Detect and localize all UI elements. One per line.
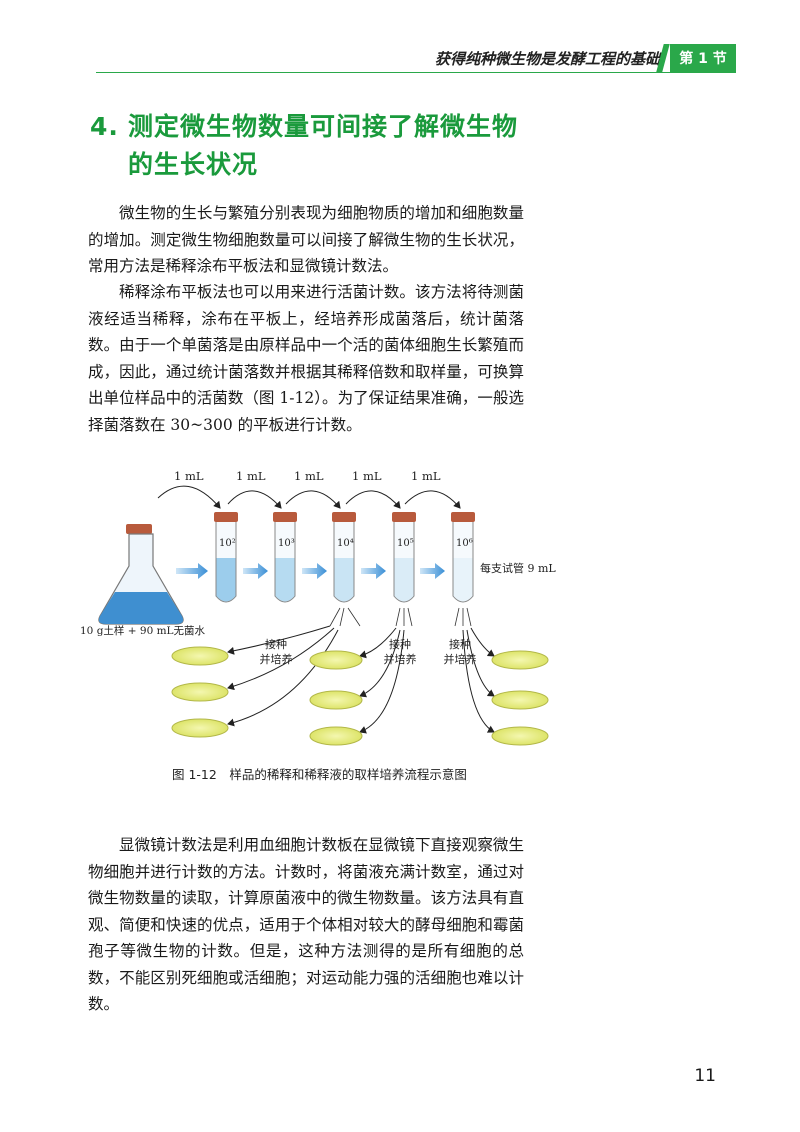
plate bbox=[309, 726, 363, 746]
tube-label-3: 10⁴ bbox=[337, 538, 354, 549]
plate-arrows bbox=[227, 625, 495, 734]
tube-3 bbox=[332, 512, 356, 603]
tube-5 bbox=[451, 512, 475, 603]
inoculate-label-1a: 接种 bbox=[265, 637, 287, 651]
dilution-diagram: 1 mL 1 mL 1 mL 1 mL 1 mL 10 g土样 + 90 mL无… bbox=[80, 469, 589, 746]
section-number: 4. bbox=[90, 112, 119, 141]
plate bbox=[171, 646, 229, 666]
section-title-line2: 的生长状况 bbox=[128, 150, 259, 179]
tube-1 bbox=[214, 512, 238, 603]
tube-label-5: 10⁶ bbox=[456, 538, 473, 549]
transfer-arcs bbox=[157, 485, 461, 509]
culture-plates bbox=[171, 646, 549, 746]
dilution-figure: 1 mL 1 mL 1 mL 1 mL 1 mL 10 g土样 + 90 mL无… bbox=[78, 456, 589, 756]
section-tag: 第 1 节 bbox=[670, 44, 736, 72]
inoculate-label-3b: 并培养 bbox=[444, 652, 477, 666]
tube-label-2: 10³ bbox=[278, 538, 295, 549]
section-title-line1: 测定微生物数量可间接了解微生物 bbox=[128, 112, 519, 141]
transfer-label-1: 1 mL bbox=[174, 469, 204, 483]
blue-arrows bbox=[176, 563, 445, 579]
tube-label-1: 10² bbox=[219, 538, 236, 549]
plate bbox=[171, 682, 229, 702]
plate bbox=[491, 690, 549, 710]
figure-caption: 图 1-12 样品的稀释和稀释液的取样培养流程示意图 bbox=[172, 767, 467, 782]
plate bbox=[309, 690, 363, 710]
flask-label: 10 g土样 + 90 mL无菌水 bbox=[80, 624, 206, 637]
page-number: 11 bbox=[694, 1066, 716, 1086]
section-heading: 4. 测定微生物数量可间接了解微生物 的生长状况 bbox=[90, 108, 560, 184]
tube-note: 每支试管 9 mL无菌水 bbox=[480, 561, 556, 575]
flask bbox=[98, 524, 184, 625]
pipette-lines bbox=[329, 607, 472, 627]
plate bbox=[171, 718, 229, 738]
paragraph-microscope-method: 显微镜计数法是利用血细胞计数板在显微镜下直接观察微生物细胞并进行计数的方法。计数… bbox=[88, 836, 524, 1013]
plate bbox=[491, 650, 549, 670]
plate bbox=[309, 650, 363, 670]
paragraph-plate-method: 稀释涂布平板法也可以用来进行活菌计数。该方法将待测菌液经适当稀释，涂布在平板上，… bbox=[88, 283, 524, 434]
transfer-label-5: 1 mL bbox=[411, 469, 441, 483]
paragraph-intro: 微生物的生长与繁殖分别表现为细胞物质的增加和细胞数量的增加。测定微生物细胞数量可… bbox=[88, 204, 524, 275]
transfer-label-3: 1 mL bbox=[294, 469, 324, 483]
chapter-title: 获得纯种微生物是发酵工程的基础 bbox=[434, 50, 660, 68]
inoculate-label-2a: 接种 bbox=[389, 637, 411, 651]
inoculate-label-1b: 并培养 bbox=[260, 652, 293, 666]
running-header: 获得纯种微生物是发酵工程的基础 第 1 节 bbox=[96, 44, 736, 73]
transfer-label-2: 1 mL bbox=[236, 469, 266, 483]
inoculate-label-3a: 接种 bbox=[449, 637, 471, 651]
plate bbox=[491, 726, 549, 746]
tube-label-4: 10⁵ bbox=[397, 538, 414, 549]
tubes bbox=[214, 512, 475, 603]
transfer-label-4: 1 mL bbox=[352, 469, 382, 483]
tube-2 bbox=[273, 512, 297, 603]
tube-4 bbox=[392, 512, 416, 603]
